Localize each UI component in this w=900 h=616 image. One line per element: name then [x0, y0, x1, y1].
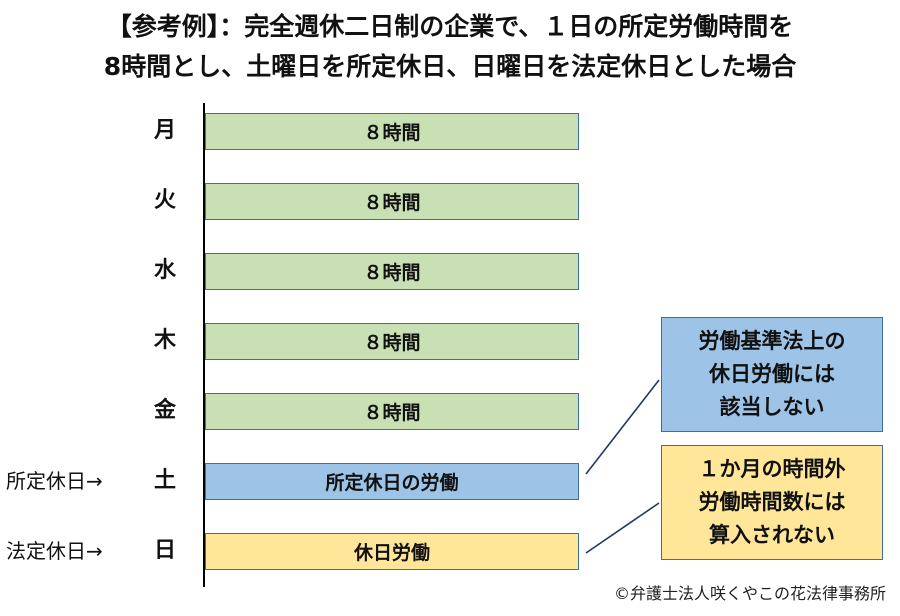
vertical-axis [203, 103, 205, 587]
bar-mon: ８時間 [205, 113, 579, 150]
note-saturday-line-3: 該当しない [719, 395, 825, 419]
bar-wed: ８時間 [205, 253, 579, 290]
bar-sun: 休日労働 [205, 533, 579, 570]
note-saturday-line-2: 休日労働には [709, 362, 835, 386]
day-label-thu: 木 [153, 328, 176, 353]
bar-thu: ８時間 [205, 323, 579, 360]
callout-line-saturday [585, 379, 660, 475]
bar-fri: ８時間 [205, 393, 579, 430]
note-saturday: 労働基準法上の 休日労働には 該当しない [661, 317, 883, 432]
title-line-1: 【参考例】：完全週休二日制の企業で、１日の所定労働時間を [106, 12, 794, 41]
day-label-fri: 金 [153, 398, 176, 423]
bar-sat: 所定休日の労働 [205, 463, 579, 500]
side-label-statutory-holiday: 法定休日→ [6, 539, 103, 563]
copyright-credit: ©弁護士法人咲くやこの花法律事務所 [613, 584, 886, 603]
note-sunday-line-1: １か月の時間外 [698, 457, 846, 481]
note-saturday-line-1: 労働基準法上の [698, 329, 846, 353]
day-label-mon: 月 [153, 118, 176, 143]
day-label-wed: 水 [153, 258, 176, 283]
note-sunday-line-2: 労働時間数には [698, 490, 846, 514]
side-label-prescribed-holiday: 所定休日→ [6, 469, 103, 493]
day-label-sat: 土 [153, 468, 176, 493]
note-sunday-line-3: 算入されない [709, 523, 835, 547]
day-label-sun: 日 [153, 538, 176, 563]
note-sunday: １か月の時間外 労働時間数には 算入されない [661, 445, 883, 560]
bar-tue: ８時間 [205, 183, 579, 220]
callout-line-sunday [585, 502, 660, 554]
title-line-2: 8時間とし、土曜日を所定休日、日曜日を法定休日とした場合 [103, 52, 797, 81]
day-label-tue: 火 [153, 188, 176, 213]
